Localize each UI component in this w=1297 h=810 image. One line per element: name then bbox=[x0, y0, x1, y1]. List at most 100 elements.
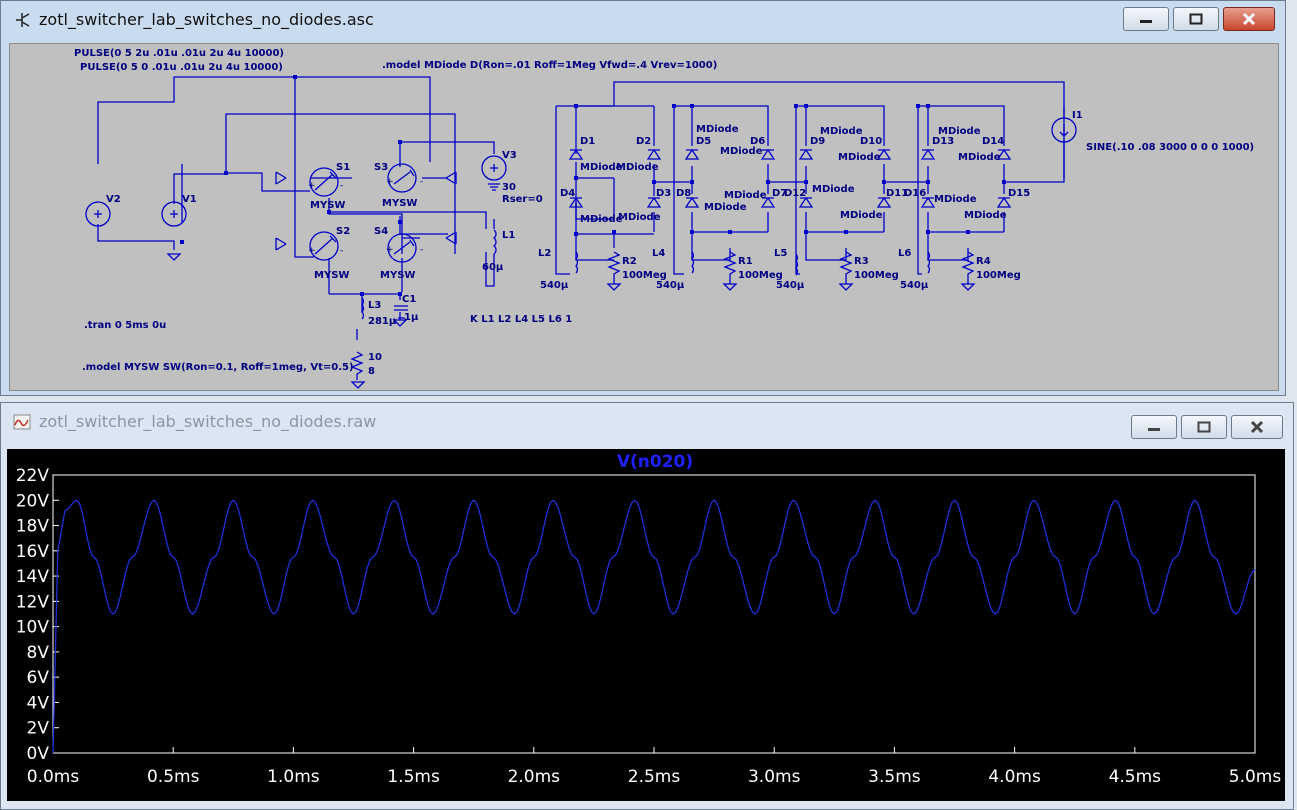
d15-model: MDiode bbox=[964, 210, 1007, 221]
y-tick-label: 16V bbox=[16, 542, 50, 562]
y-tick-label: 20V bbox=[16, 491, 50, 511]
schematic-labels: PULSE(0 5 2u .01u .01u 2u 4u 10000) PULS… bbox=[74, 48, 1254, 377]
chart-series bbox=[52, 499, 1256, 754]
y-tick-label: 14V bbox=[16, 567, 50, 587]
schematic-drawing: PULSE(0 5 2u .01u .01u 2u 4u 10000) PULS… bbox=[74, 48, 1254, 389]
waveform-titlebar[interactable]: zotl_switcher_lab_switches_no_diodes.raw bbox=[1, 403, 1293, 439]
schematic-close-button[interactable] bbox=[1223, 7, 1275, 31]
y-tick-label: 2V bbox=[27, 719, 50, 739]
x-tick-label: 0.0ms bbox=[27, 767, 80, 787]
d4-model: MDiode bbox=[580, 214, 623, 225]
d5-model: MDiode bbox=[696, 124, 739, 135]
d8-model: MDiode bbox=[704, 202, 747, 213]
c1-value: 1µ bbox=[404, 312, 419, 323]
diode-symbol bbox=[760, 148, 776, 160]
x-tick-label: 1.5ms bbox=[387, 767, 440, 787]
model-sw-text: .model MYSW SW(Ron=0.1, Roff=1meg, Vt=0.… bbox=[82, 362, 354, 373]
schematic-maximize-button[interactable] bbox=[1173, 7, 1219, 31]
x-tick-label: 2.0ms bbox=[508, 767, 561, 787]
v3-value: 30 bbox=[502, 182, 516, 193]
d12-model: MDiode bbox=[812, 184, 855, 195]
l1-ref: L1 bbox=[502, 230, 515, 241]
waveform-close-button[interactable] bbox=[1231, 415, 1283, 439]
d16-ref: D16 bbox=[904, 188, 926, 199]
diode-symbol bbox=[920, 196, 936, 208]
svg-text:+: + bbox=[308, 181, 316, 191]
diode-symbol bbox=[684, 196, 700, 208]
svg-text:-: - bbox=[340, 246, 343, 256]
x-tick-label: 1.0ms bbox=[267, 767, 320, 787]
d10-model: MDiode bbox=[838, 152, 881, 163]
l6-symbol bbox=[927, 251, 931, 274]
d4-ref: D4 bbox=[560, 188, 575, 199]
schematic-minimize-button[interactable] bbox=[1123, 7, 1169, 31]
l3-symbol bbox=[361, 297, 365, 320]
diode-symbol bbox=[760, 196, 776, 208]
diode-symbol bbox=[684, 148, 700, 160]
r3-ref: R3 bbox=[854, 256, 869, 267]
maximize-icon bbox=[1189, 13, 1203, 25]
l3-ref: L3 bbox=[368, 300, 381, 311]
waveform-maximize-button[interactable] bbox=[1181, 415, 1227, 439]
l2-symbol bbox=[575, 251, 579, 274]
d14-model: MDiode bbox=[958, 152, 1001, 163]
schematic-app-icon bbox=[16, 13, 30, 27]
d1-ref: D1 bbox=[580, 136, 595, 147]
schematic-titlebar[interactable]: zotl_switcher_lab_switches_no_diodes.asc bbox=[1, 1, 1285, 37]
y-tick-label: 10V bbox=[16, 618, 50, 638]
s3-symbol bbox=[387, 163, 417, 193]
pulse2-text: PULSE(0 5 0 .01u .01u 2u 4u 10000) bbox=[80, 62, 283, 73]
d3-model: MDiode bbox=[618, 212, 661, 223]
waveform-chart[interactable]: V(n020) 0V2V4V6V8V10V12V14V16V18V20V22V … bbox=[7, 449, 1285, 801]
l4-value: 540µ bbox=[656, 280, 685, 291]
schematic-window[interactable]: zotl_switcher_lab_switches_no_diodes.asc bbox=[0, 0, 1286, 396]
l1-value: 60µ bbox=[482, 262, 504, 273]
r2-value: 100Meg bbox=[622, 270, 667, 281]
y-tick-label: 0V bbox=[27, 744, 50, 764]
diode-symbol bbox=[920, 148, 936, 160]
maximize-icon bbox=[1197, 421, 1211, 433]
i1-symbol bbox=[1051, 117, 1077, 143]
d7-ref: D7 bbox=[772, 188, 787, 199]
waveform-minimize-button[interactable] bbox=[1131, 415, 1177, 439]
close-icon bbox=[1250, 420, 1264, 434]
s2-symbol bbox=[309, 231, 339, 261]
d1-model: MDiode bbox=[580, 162, 623, 173]
waveform-app-icon bbox=[13, 414, 31, 430]
s3-ref: S3 bbox=[374, 162, 388, 173]
d15-ref: D15 bbox=[1008, 188, 1030, 199]
y-tick-label: 22V bbox=[16, 466, 50, 486]
d2-ref: D2 bbox=[636, 136, 651, 147]
x-tick-label: 4.5ms bbox=[1109, 767, 1162, 787]
model-diode-text: .model MDiode D(Ron=.01 Roff=1Meg Vfwd=.… bbox=[382, 60, 717, 71]
k-statement-text: K L1 L2 L4 L5 L6 1 bbox=[470, 314, 572, 325]
l4-symbol bbox=[691, 251, 695, 274]
minimize-icon bbox=[1140, 20, 1152, 23]
y-tick-label: 18V bbox=[16, 517, 50, 537]
l6-ref: L6 bbox=[898, 248, 911, 259]
r3-symbol bbox=[839, 251, 853, 284]
l2-value: 540µ bbox=[540, 280, 569, 291]
schematic-components bbox=[85, 117, 1077, 389]
v2-symbol bbox=[85, 201, 111, 227]
diode-symbol bbox=[798, 196, 814, 208]
d6-model: MDiode bbox=[720, 146, 763, 157]
schematic-wires bbox=[97, 76, 1065, 340]
l6-value: 540µ bbox=[900, 280, 929, 291]
r2-symbol bbox=[607, 251, 621, 284]
sine-text: SINE(.10 .08 3000 0 0 0 1000) bbox=[1086, 142, 1254, 153]
r10-value: 8 bbox=[368, 366, 375, 377]
r10-symbol bbox=[350, 351, 364, 380]
s3-model: MYSW bbox=[382, 198, 417, 209]
r1-value: 100Meg bbox=[738, 270, 783, 281]
r1-ref: R1 bbox=[738, 256, 753, 267]
x-tick-label: 3.5ms bbox=[868, 767, 921, 787]
v1-ref: V1 bbox=[182, 194, 197, 205]
waveform-window[interactable]: zotl_switcher_lab_switches_no_diodes.raw… bbox=[0, 402, 1294, 810]
waveform-window-title: zotl_switcher_lab_switches_no_diodes.raw bbox=[39, 412, 377, 431]
d14-ref: D14 bbox=[982, 136, 1004, 147]
schematic-canvas[interactable]: PULSE(0 5 2u .01u .01u 2u 4u 10000) PULS… bbox=[9, 43, 1279, 391]
s4-symbol bbox=[387, 233, 417, 263]
